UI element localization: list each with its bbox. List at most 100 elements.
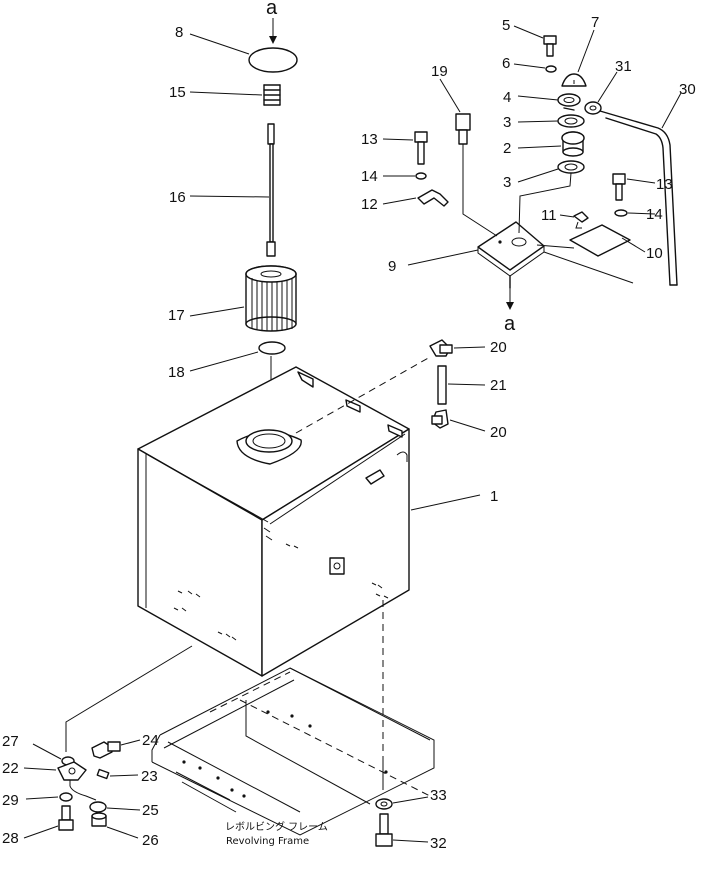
callout-31: 31 xyxy=(615,58,632,75)
connector-22-25 xyxy=(69,780,97,801)
leader-28 xyxy=(23,825,59,839)
leader-25 xyxy=(106,807,141,811)
callout-5: 5 xyxy=(502,17,510,34)
callout-15: 15 xyxy=(169,84,186,101)
leader-1 xyxy=(410,494,481,511)
leader-32 xyxy=(392,839,429,843)
frame-label-jp: レボルビング フレーム xyxy=(225,820,328,833)
retainer-stem xyxy=(563,107,575,111)
callout-25: 25 xyxy=(142,802,159,819)
callout-28: 28 xyxy=(2,830,19,847)
callout-17: 17 xyxy=(168,307,185,324)
flow-marker-cover: a xyxy=(504,313,516,335)
leader-29 xyxy=(25,796,59,800)
o-ring-18 xyxy=(258,341,286,355)
callout-23: 23 xyxy=(141,768,158,785)
flow-marker-top: a xyxy=(266,0,278,19)
spring-15 xyxy=(263,84,281,106)
hose-30 xyxy=(599,110,678,286)
callout-2: 2 xyxy=(503,140,511,157)
elbow-20-lower xyxy=(431,409,449,429)
washer-14-right xyxy=(614,209,628,217)
callout-30: 30 xyxy=(679,81,696,98)
callout-19: 19 xyxy=(431,63,448,80)
callout-13a: 13 xyxy=(361,131,378,148)
leader-2 xyxy=(517,145,562,149)
washer-29 xyxy=(59,792,73,802)
callout-11: 11 xyxy=(541,207,557,224)
hidden-line-hose xyxy=(295,356,431,434)
callout-9: 9 xyxy=(388,258,396,275)
leader-drain-line xyxy=(65,645,193,752)
connector-19-to-cover xyxy=(462,144,498,237)
hose-30-edge xyxy=(605,117,671,286)
leader-9 xyxy=(407,249,479,266)
hydraulic-tank-1 xyxy=(137,366,410,677)
gasket-3-lower xyxy=(557,160,585,174)
callout-20b: 20 xyxy=(490,424,507,441)
flow-arrow-cover xyxy=(506,288,514,310)
callout-10: 10 xyxy=(646,245,663,262)
revolving-frame xyxy=(151,667,435,836)
leader-13b xyxy=(626,178,656,184)
leader-33 xyxy=(392,796,429,804)
bolt-13-right xyxy=(612,173,626,201)
elbow-20-upper xyxy=(429,339,453,357)
leader-5 xyxy=(513,25,544,39)
leader-21 xyxy=(447,383,486,386)
leader-14b xyxy=(627,212,656,215)
washer-33 xyxy=(375,798,393,810)
callout-6: 6 xyxy=(502,55,510,72)
plate-10 xyxy=(569,224,631,257)
leader-30 xyxy=(661,92,682,129)
leader-13a xyxy=(382,138,414,141)
bolt-28 xyxy=(58,805,74,831)
clip-11 xyxy=(573,211,589,229)
flange-22 xyxy=(57,761,87,781)
callout-32: 32 xyxy=(430,835,447,852)
leader-26 xyxy=(106,826,139,839)
leader-20b xyxy=(449,419,486,432)
hose-21 xyxy=(437,365,447,405)
ring-4 xyxy=(557,93,581,107)
callout-3b: 3 xyxy=(503,174,511,191)
leader-18 xyxy=(189,351,259,372)
callout-7: 7 xyxy=(591,14,599,31)
callout-21: 21 xyxy=(490,377,507,394)
cover-9 xyxy=(477,221,545,289)
callout-12: 12 xyxy=(361,196,378,213)
callout-26: 26 xyxy=(142,832,159,849)
leader-23 xyxy=(109,774,139,777)
flow-arrow-top xyxy=(269,18,277,44)
callout-13b: 13 xyxy=(656,176,673,193)
bolt-5 xyxy=(543,35,557,57)
callout-3a: 3 xyxy=(503,114,511,131)
fitting-19 xyxy=(455,113,471,145)
nut-26 xyxy=(91,812,107,827)
callout-33: 33 xyxy=(430,787,447,804)
leader-17 xyxy=(189,306,245,317)
washer-14-left xyxy=(415,172,427,180)
rod-16 xyxy=(266,123,276,257)
callout-4: 4 xyxy=(503,89,511,106)
connector-breather-to-cover xyxy=(518,172,572,234)
leader-15 xyxy=(189,91,263,96)
callout-27: 27 xyxy=(2,733,19,750)
plug-24 xyxy=(91,741,121,759)
washer-25 xyxy=(89,801,107,813)
leader-7 xyxy=(577,29,595,73)
leader-19 xyxy=(439,78,461,113)
callout-20a: 20 xyxy=(490,339,507,356)
leader-27 xyxy=(32,743,62,760)
leader-8 xyxy=(189,33,250,55)
washer-6 xyxy=(545,65,557,73)
leader-3b xyxy=(517,168,559,183)
gasket-3-upper xyxy=(557,114,585,128)
leader-16 xyxy=(189,195,270,198)
leader-3a xyxy=(517,120,559,123)
callout-16: 16 xyxy=(169,189,186,206)
bracket-12 xyxy=(417,189,449,207)
leader-20a xyxy=(453,346,486,349)
